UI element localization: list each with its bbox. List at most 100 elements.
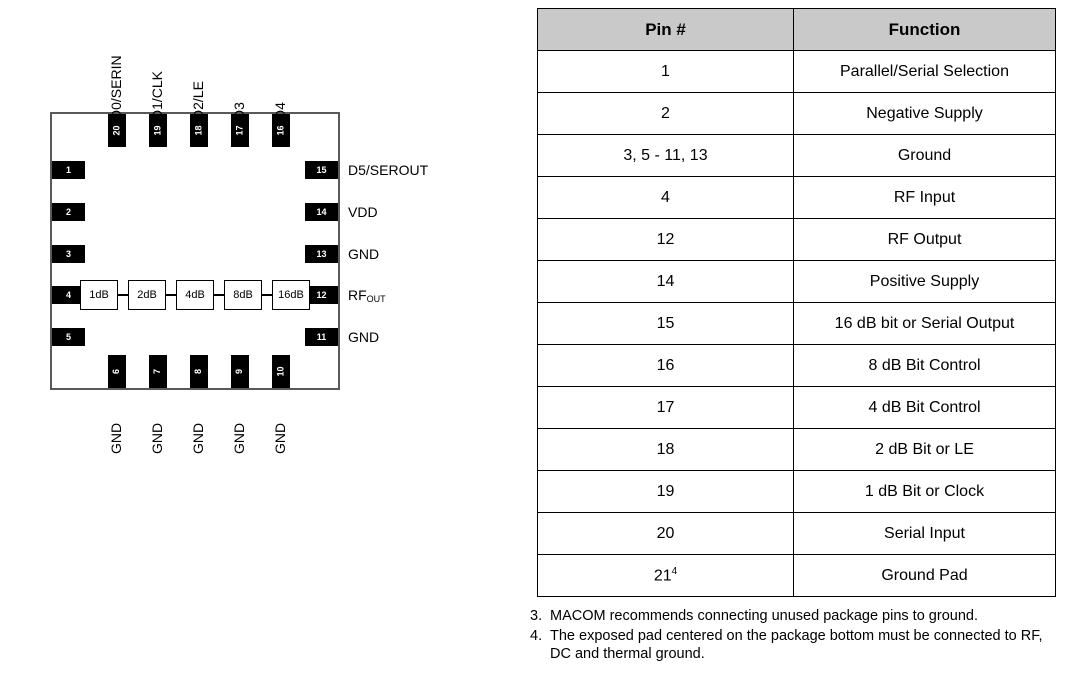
pin-label-6: GND [108, 423, 124, 454]
cell-pin-function: Ground Pad [793, 554, 1056, 597]
pin-pad-9: 9 [231, 355, 249, 388]
attenuator-stage-16dB: 16dB [272, 280, 310, 310]
pin-label-text: D5/SEROUT [348, 162, 429, 178]
cell-pin-function: Ground [793, 134, 1056, 177]
cell-pin-function: Negative Supply [793, 92, 1056, 135]
pad-number: 5 [65, 332, 71, 342]
pad-number: 13 [316, 249, 327, 259]
footnote-item: 4.The exposed pad centered on the packag… [530, 627, 1060, 664]
attenuator-stage-value: 1dB [89, 289, 109, 301]
pin-label-9: GND [231, 423, 247, 454]
pad-number: 9 [234, 368, 245, 375]
pin-label-text: D0/SERIN [108, 55, 124, 120]
cell-pin-function: 8 dB Bit Control [793, 344, 1056, 387]
pin-label-text: GND [272, 422, 288, 454]
pin-label-subscript: OUT [366, 294, 386, 304]
cell-pin-number: 14 [537, 260, 794, 303]
pin-pad-8: 8 [190, 355, 208, 388]
cell-pin-function: 2 dB Bit or LE [793, 428, 1056, 471]
cell-pin-function: 4 dB Bit Control [793, 386, 1056, 429]
pin-label-11: GND [348, 329, 379, 345]
pad-number: 8 [193, 368, 204, 375]
pin-label-13: GND [348, 246, 379, 262]
cell-pin-number: 3, 5 - 11, 13 [537, 134, 794, 177]
pin-label-text: GND [190, 422, 206, 454]
pad-number: 4 [65, 290, 71, 300]
pin-label-text: VDD [348, 204, 378, 220]
pad-number: 12 [316, 290, 327, 300]
column-header-pin: Pin # [537, 8, 794, 51]
pin-label-text: GND [108, 422, 124, 454]
package-outline [50, 112, 340, 390]
pad-number: 17 [234, 125, 245, 136]
pin-label-text: RF [348, 287, 367, 303]
cell-pin-number: 12 [537, 218, 794, 261]
pin-pad-11: 11 [305, 328, 338, 346]
pin-pad-20: 20 [108, 114, 126, 147]
pad-number: 2 [65, 207, 71, 217]
pin-pad-4: 4 [52, 286, 85, 304]
pin-label-text: GND [231, 422, 247, 454]
pin-pad-18: 18 [190, 114, 208, 147]
pin-pad-2: 2 [52, 203, 85, 221]
cell-pin-function: RF Output [793, 218, 1056, 261]
pin-pad-6: 6 [108, 355, 126, 388]
pin-label-10: GND [272, 423, 288, 454]
cell-pin-number: 19 [537, 470, 794, 513]
attenuator-wire [166, 294, 176, 296]
cell-pin-function: Parallel/Serial Selection [793, 50, 1056, 93]
cell-pin-number: 15 [537, 302, 794, 345]
attenuator-wire [214, 294, 224, 296]
cell-pin-number: 20 [537, 512, 794, 555]
pad-number: 1 [65, 165, 71, 175]
pin-label-text: GND [348, 246, 380, 262]
pin-label-text: GND [149, 422, 165, 454]
pad-number: 3 [65, 249, 71, 259]
pin-label-text: GND [348, 329, 380, 345]
attenuator-wire [262, 294, 272, 296]
pad-number: 19 [152, 125, 163, 136]
attenuator-stage-value: 2dB [137, 289, 157, 301]
cell-pin-number: 18 [537, 428, 794, 471]
attenuator-wire [118, 294, 128, 296]
pin-pad-17: 17 [231, 114, 249, 147]
footnote-text: MACOM recommends connecting unused packa… [550, 608, 978, 624]
cell-pin-number: 1 [537, 50, 794, 93]
pin-pad-10: 10 [272, 355, 290, 388]
cell-pin-number: 4 [537, 176, 794, 219]
pad-number: 14 [316, 207, 327, 217]
attenuator-stage-value: 16dB [278, 289, 304, 301]
pin-label-7: GND [149, 423, 165, 454]
footnote-number: 4. [530, 627, 543, 644]
pin-pad-13: 13 [305, 245, 338, 263]
cell-pin-function: RF Input [793, 176, 1056, 219]
cell-pin-number: 214 [537, 554, 794, 597]
cell-pin-function: 16 dB bit or Serial Output [793, 302, 1056, 345]
pin-pad-15: 15 [305, 161, 338, 179]
pin-pad-12: 12 [305, 286, 338, 304]
footnotes-list: 3. MACOM recommends connecting unused pac… [530, 607, 1060, 665]
pad-number: 18 [193, 125, 204, 136]
cell-pin-function: Positive Supply [793, 260, 1056, 303]
footnote-marker: 4 [671, 565, 678, 577]
pad-number: 7 [152, 368, 163, 375]
cell-pin-number: 2 [537, 92, 794, 135]
pad-number: 11 [316, 332, 327, 342]
footnote-item: 3. MACOM recommends connecting unused pac… [530, 607, 1060, 626]
footnote-number: 3. [530, 608, 543, 624]
pad-number: 20 [111, 125, 122, 136]
pad-number: 10 [275, 366, 286, 377]
